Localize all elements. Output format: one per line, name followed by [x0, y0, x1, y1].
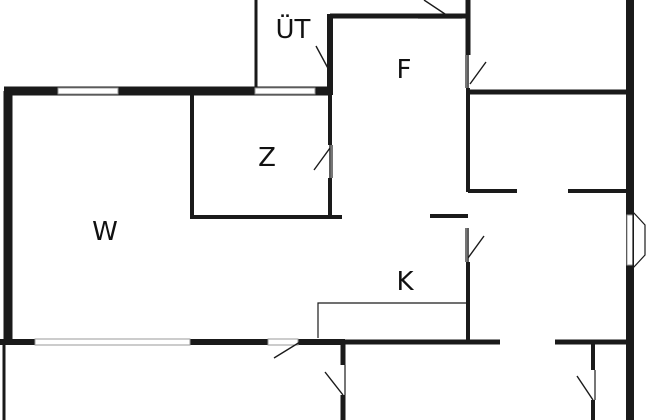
- room-label-z: Z: [258, 143, 276, 173]
- window-living-north: [57, 87, 119, 95]
- room-label-f: F: [397, 55, 412, 85]
- window-living-south: [34, 338, 191, 346]
- kitchen-counter: [317, 302, 466, 338]
- window-south-small: [267, 338, 299, 346]
- window-east: [626, 214, 634, 266]
- room-label-ut: ÜT: [276, 13, 311, 45]
- door-k-east: [467, 235, 485, 259]
- windows: [34, 87, 646, 346]
- door-ut: [315, 45, 331, 73]
- door-south-2: [324, 371, 344, 396]
- bay-window-east: [632, 210, 646, 270]
- exterior-walls: [0, 0, 634, 420]
- room-label-k: K: [396, 267, 414, 297]
- room-labels: ÜT F Z W K: [92, 13, 414, 297]
- interior-walls: [2, 88, 630, 420]
- doors: [273, 0, 596, 401]
- door-south-3: [576, 375, 594, 401]
- door-z: [313, 147, 331, 171]
- door-north: [423, 0, 449, 17]
- window-z-north: [254, 87, 316, 95]
- room-label-w: W: [92, 217, 118, 247]
- door-f-east: [469, 61, 487, 85]
- door-south-1: [273, 341, 301, 359]
